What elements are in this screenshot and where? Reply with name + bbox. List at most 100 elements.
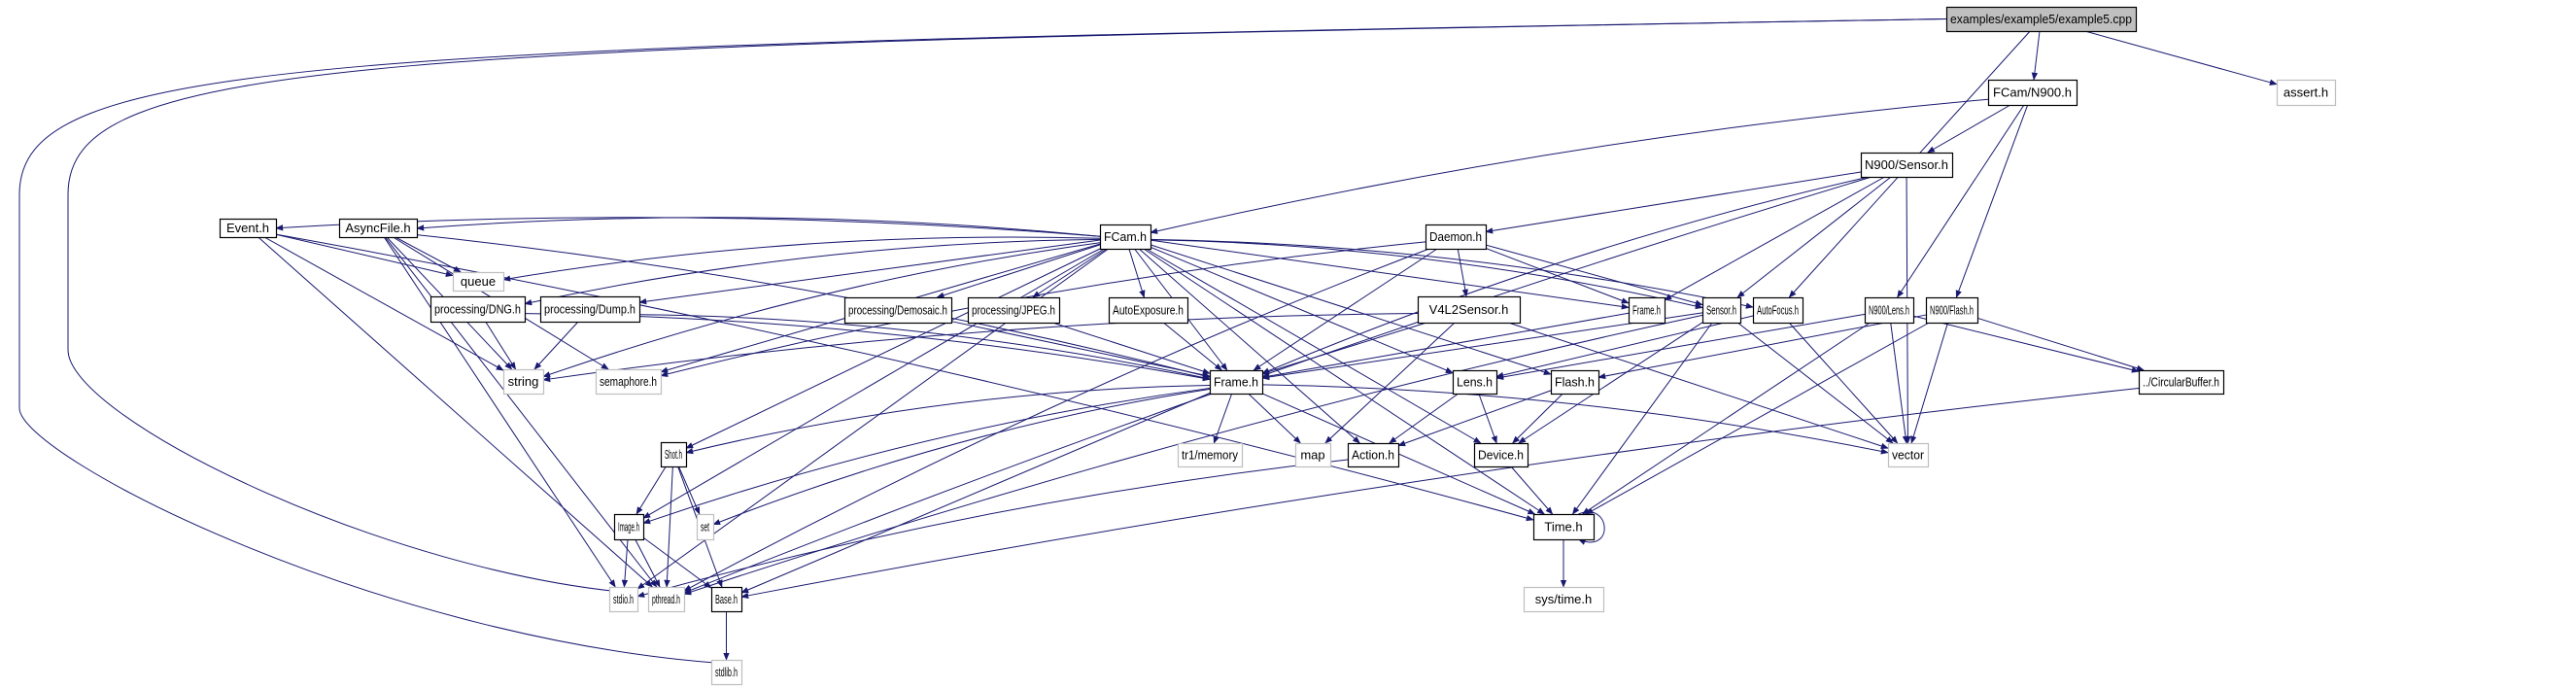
- edge-n900lens-to-time: [1581, 322, 1871, 515]
- node-dng[interactable]: processing/DNG.h: [429, 295, 527, 324]
- node-asyncfile[interactable]: AsyncFile.h: [338, 218, 419, 239]
- edge-shot-to-image: [635, 465, 667, 515]
- node-demosaic[interactable]: processing/Demosaic.h: [843, 296, 953, 325]
- edge-event-to-time: [275, 233, 1534, 522]
- edge-n900flash-to-vector: [1910, 322, 1949, 444]
- node-daemon[interactable]: Daemon.h: [1425, 224, 1488, 251]
- node-label: AutoFocus.h: [1757, 303, 1799, 318]
- node-vector[interactable]: vector: [1887, 442, 1930, 468]
- node-n900sensor[interactable]: N900/Sensor.h: [1860, 152, 1954, 179]
- node-box: [1417, 295, 1522, 325]
- node-root[interactable]: examples/example5/example5.cpp: [1945, 6, 2138, 33]
- node-label: string: [508, 374, 539, 389]
- edge-dng-to-string: [485, 321, 517, 370]
- edge-n900flash-to-circbuf: [1976, 317, 2145, 371]
- edge-frame-to-base: [740, 393, 1211, 594]
- node-box: [1628, 296, 1666, 325]
- node-box: [1987, 79, 2078, 107]
- node-shot[interactable]: Shot.h: [660, 441, 688, 468]
- node-label: Event.h: [226, 221, 269, 235]
- node-autoexposure[interactable]: AutoExposure.h: [1108, 296, 1189, 325]
- node-box: [710, 659, 743, 686]
- node-stdio[interactable]: stdio.h: [608, 586, 639, 613]
- node-tr1memory[interactable]: tr1/memory: [1177, 442, 1244, 468]
- node-action[interactable]: Action.h: [1347, 442, 1400, 468]
- node-set[interactable]: set: [696, 513, 715, 541]
- node-box: [1177, 442, 1244, 468]
- node-sensor[interactable]: Sensor.h: [1701, 296, 1742, 325]
- node-string[interactable]: string: [502, 368, 545, 396]
- edge-n900lens-to-vector: [1890, 322, 1909, 444]
- edge-image-to-base: [642, 536, 712, 589]
- edge-n900sensor-to-n900frame: [1664, 176, 1885, 301]
- node-box: [967, 296, 1061, 325]
- node-map[interactable]: map: [1294, 442, 1332, 468]
- edge-n900lens-to-lens: [1495, 313, 1866, 381]
- node-box: [452, 271, 505, 293]
- node-time[interactable]: Time.h: [1532, 513, 1596, 541]
- node-queue[interactable]: queue: [452, 271, 505, 293]
- node-box: [219, 218, 278, 239]
- node-n900frame[interactable]: Frame.h: [1628, 296, 1666, 325]
- edge-n900-to-fcam: [1150, 98, 1989, 234]
- node-label: processing/DNG.h: [434, 302, 521, 317]
- edge-demosaic-to-frame: [950, 321, 1211, 378]
- node-n900flash[interactable]: N900/Flash.h: [1925, 296, 1979, 325]
- node-stdlib[interactable]: stdlib.h: [710, 659, 743, 686]
- node-box: [1294, 442, 1332, 468]
- node-n900[interactable]: FCam/N900.h: [1987, 79, 2078, 107]
- node-image[interactable]: Image.h: [613, 513, 645, 541]
- node-box: [843, 296, 953, 325]
- edge-daemon-to-pthread: [683, 248, 1429, 592]
- node-semaphore[interactable]: semaphore.h: [595, 368, 663, 396]
- edge-root-to-assert: [2084, 30, 2278, 86]
- node-systime[interactable]: sys/time.h: [1523, 586, 1605, 613]
- node-label: processing/Dump.h: [544, 302, 635, 317]
- node-fcam[interactable]: FCam.h: [1099, 224, 1152, 251]
- node-event[interactable]: Event.h: [219, 218, 278, 239]
- node-box: [608, 586, 639, 613]
- node-n900lens[interactable]: N900/Lens.h: [1864, 296, 1915, 325]
- edge-root-to-stdlib: [18, 18, 1947, 668]
- edge-asyncfile-to-frame: [416, 234, 1211, 379]
- node-label: Sensor.h: [1706, 303, 1736, 318]
- edge-n900flash-to-time: [1585, 322, 1930, 515]
- node-box: [1532, 513, 1596, 541]
- node-flash[interactable]: Flash.h: [1550, 369, 1600, 396]
- node-circbuf[interactable]: ../CircularBuffer.h: [2138, 369, 2225, 396]
- edge-sensor-to-vector: [1736, 322, 1894, 444]
- edge-v4l2sensor-to-vector: [1508, 322, 1889, 449]
- edge-sensor-to-pthread: [683, 314, 1703, 596]
- node-label: Device.h: [1478, 448, 1524, 463]
- edge-sensor-to-device: [1518, 322, 1703, 444]
- node-label: examples/example5/example5.cpp: [1950, 12, 2132, 26]
- node-autofocus[interactable]: AutoFocus.h: [1752, 296, 1804, 325]
- node-label: map: [1300, 448, 1324, 463]
- node-label: FCam.h: [1104, 229, 1147, 244]
- edge-flash-to-device: [1512, 393, 1563, 444]
- node-box: [1864, 296, 1915, 325]
- node-box: [2138, 369, 2225, 396]
- edge-dump-to-frame: [638, 314, 1211, 381]
- node-label: vector: [1892, 448, 1925, 463]
- edge-frame-to-set: [712, 388, 1211, 526]
- node-frame[interactable]: Frame.h: [1209, 369, 1264, 396]
- edge-fcam-to-dump: [638, 239, 1101, 305]
- node-assert[interactable]: assert.h: [2276, 79, 2337, 107]
- edge-n900-to-n900sensor: [1927, 104, 2011, 154]
- edge-v4l2sensor-to-string: [542, 312, 1419, 383]
- edge-autoexposure-to-frame: [1163, 322, 1222, 371]
- edge-root-to-n900: [2031, 30, 2041, 81]
- node-device[interactable]: Device.h: [1473, 442, 1529, 468]
- node-lens[interactable]: Lens.h: [1452, 369, 1498, 396]
- edge-n900sensor-to-daemon: [1485, 171, 1862, 234]
- node-base[interactable]: Base.h: [710, 586, 743, 613]
- node-box: [1209, 369, 1264, 396]
- edge-root-to-stdio: [67, 18, 1947, 597]
- edge-fcam-to-n900frame: [1150, 239, 1630, 310]
- node-v4l2sensor[interactable]: V4L2Sensor.h: [1417, 295, 1522, 325]
- node-pthread[interactable]: pthread.h: [647, 586, 686, 613]
- node-dump[interactable]: processing/Dump.h: [539, 295, 641, 324]
- node-box: [1108, 296, 1189, 325]
- node-jpeg[interactable]: processing/JPEG.h: [967, 296, 1061, 325]
